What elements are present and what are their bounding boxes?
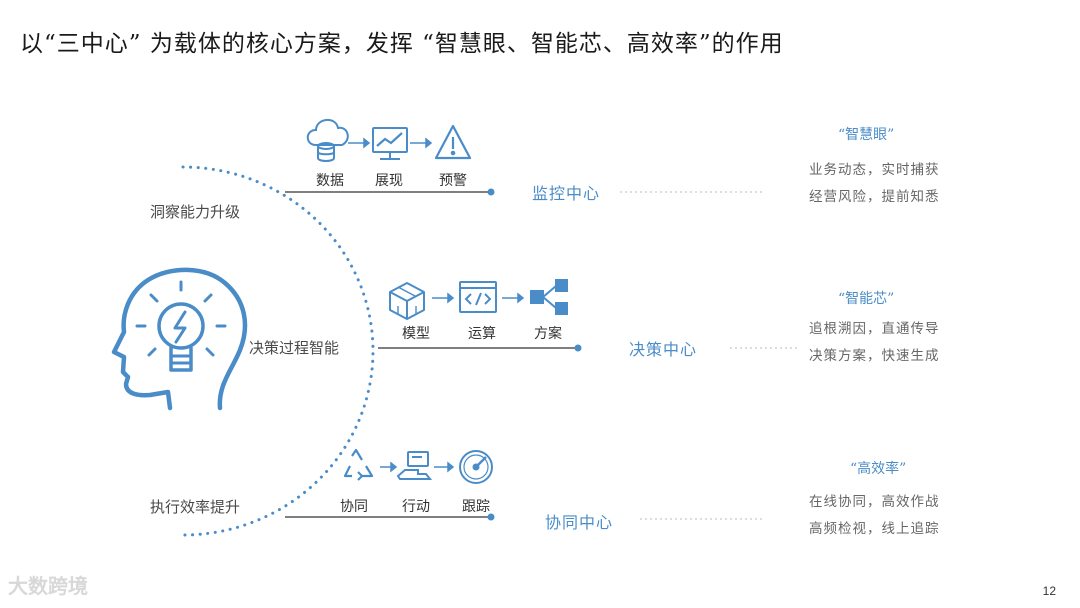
desc-line: 业务动态，实时捕获 bbox=[809, 162, 940, 178]
monitor-center-label: 监控中心 bbox=[532, 184, 601, 203]
warning-icon bbox=[434, 124, 472, 160]
arrow-icon bbox=[432, 292, 525, 304]
desc-line: 高频检视，线上追踪 bbox=[809, 521, 940, 537]
gauge-icon bbox=[459, 450, 493, 484]
row-1-left-label: 洞察能力升级 bbox=[150, 203, 241, 221]
dotted-arc bbox=[181, 165, 375, 537]
cube-model-icon bbox=[389, 282, 425, 320]
row-line-1 bbox=[285, 188, 765, 196]
arrow-icon bbox=[348, 137, 433, 149]
head-lightbulb-icon bbox=[111, 267, 248, 411]
row-2-quote: “智能芯” bbox=[838, 291, 895, 307]
arrow-icon bbox=[380, 461, 455, 473]
step-label: 模型 bbox=[402, 326, 430, 342]
collaboration-center-label: 协同中心 bbox=[545, 513, 614, 532]
step-label: 协同 bbox=[340, 499, 368, 515]
row-line-3 bbox=[285, 513, 765, 521]
row-3-description: 在线协同，高效作战 高频检视，线上追踪 bbox=[809, 489, 940, 543]
step-label: 预警 bbox=[439, 173, 467, 189]
code-window-icon bbox=[459, 281, 497, 313]
card-hand-icon bbox=[396, 451, 433, 480]
step-label: 运算 bbox=[468, 326, 496, 342]
row-line-2 bbox=[378, 344, 800, 352]
desc-line: 追根溯因，直通传导 bbox=[809, 321, 940, 337]
step-label: 跟踪 bbox=[462, 499, 490, 515]
row-2-left-label: 决策过程智能 bbox=[249, 339, 340, 357]
recycle-icon bbox=[343, 448, 374, 481]
step-label: 行动 bbox=[402, 499, 430, 515]
network-icon bbox=[530, 279, 568, 315]
step-label: 展现 bbox=[375, 173, 403, 189]
decision-center-label: 决策中心 bbox=[629, 340, 698, 359]
page-number: 12 bbox=[1042, 584, 1056, 598]
desc-line: 经营风险，提前知悉 bbox=[809, 189, 940, 205]
row-3-quote: “高效率” bbox=[850, 461, 907, 477]
step-label: 数据 bbox=[316, 173, 344, 189]
row-2-description: 追根溯因，直通传导 决策方案，快速生成 bbox=[809, 316, 940, 370]
cloud-database-icon bbox=[306, 119, 349, 162]
desc-line: 在线协同，高效作战 bbox=[809, 494, 940, 510]
row-1-quote: “智慧眼” bbox=[838, 127, 895, 143]
row-3-left-label: 执行效率提升 bbox=[150, 498, 241, 516]
row-1-description: 业务动态，实时捕获 经营风险，提前知悉 bbox=[809, 157, 940, 211]
page-title: 以“三中心” 为载体的核心方案，发挥 “智慧眼、智能芯、高效率”的作用 bbox=[20, 31, 784, 57]
step-label: 方案 bbox=[534, 326, 562, 342]
monitor-chart-icon bbox=[372, 127, 408, 160]
desc-line: 决策方案，快速生成 bbox=[809, 348, 940, 364]
watermark: 大数跨境 bbox=[8, 576, 88, 598]
